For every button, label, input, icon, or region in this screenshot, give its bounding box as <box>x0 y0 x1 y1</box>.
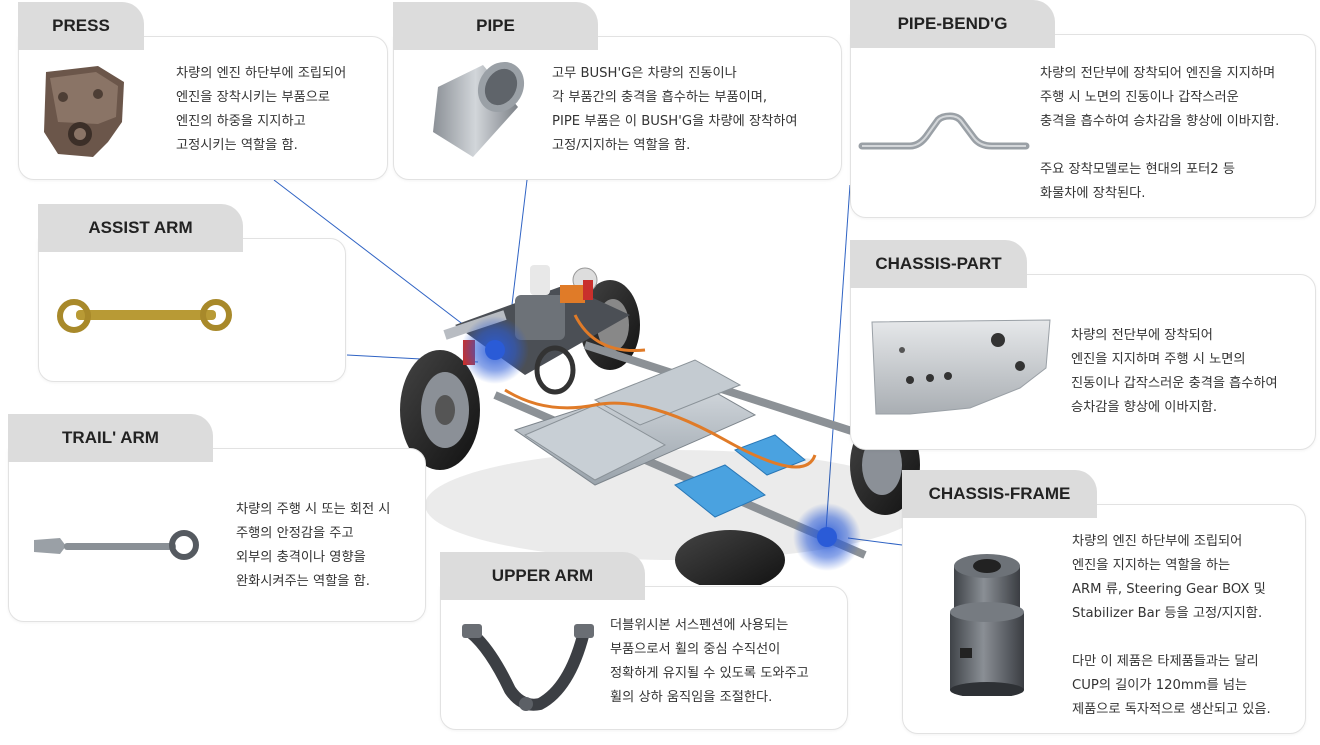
part-desc-press: 차량의 엔진 하단부에 조립되어 엔진을 장착시키는 부품으로 엔진의 하중을 … <box>176 66 347 153</box>
part-card-chassis-frame: CHASSIS-FRAME 차량의 엔진 하단부에 조립되어 엔진을 지지하는 … <box>902 470 1306 734</box>
trail-arm-part-image <box>34 530 199 560</box>
part-card-assist-arm: ASSIST ARM <box>38 204 346 382</box>
part-title-chassis-frame: CHASSIS-FRAME <box>902 470 1097 518</box>
part-desc-pipe: 고무 BUSH'G은 차량의 진동이나 각 부품간의 충격을 흡수하는 부품이며… <box>552 66 798 153</box>
pipe-part-image <box>433 61 525 157</box>
part-card-press: PRESS 차량의 엔진 하단부에 조립되어 엔진을 장착시키는 부품으로 엔진… <box>18 2 388 180</box>
part-card-chassis-part: CHASSIS-PART 차량의 전단부에 장착되어 엔진을 지지하며 주행 시… <box>850 240 1316 450</box>
part-title-upper-arm: UPPER ARM <box>440 552 645 600</box>
part-desc-chassis-frame: 차량의 엔진 하단부에 조립되어 엔진을 지지하는 역할을 하는 ARM 류, … <box>1072 534 1271 717</box>
part-desc-pipe-bend: 차량의 전단부에 장착되어 엔진을 지지하며 주행 시 노면의 진동이나 갑작스… <box>1040 66 1280 201</box>
part-card-pipe-bend: PIPE-BEND'G 차량의 전단부에 장착되어 엔진을 지지하며 주행 시 … <box>850 0 1316 218</box>
part-title-chassis-part: CHASSIS-PART <box>850 240 1027 288</box>
part-desc-upper-arm: 더블위시본 서스펜션에 사용되는 부품으로서 휠의 중심 수직선이 정확하게 유… <box>610 618 809 705</box>
part-desc-trail-arm: 차량의 주행 시 또는 회전 시 주행의 안정감을 주고 외부의 충격이나 영향… <box>236 502 391 589</box>
part-title-pipe: PIPE <box>393 2 598 50</box>
assist-arm-part-image <box>57 299 232 333</box>
part-title-pipe-bend: PIPE-BEND'G <box>850 0 1055 48</box>
part-desc-chassis-part: 차량의 전단부에 장착되어 엔진을 지지하며 주행 시 노면의 진동이나 갑작스… <box>1071 328 1278 415</box>
pipe-bend-part-image <box>858 112 1030 150</box>
part-title-press: PRESS <box>18 2 144 50</box>
part-title-assist-arm: ASSIST ARM <box>38 204 243 252</box>
chassis-part-image <box>871 319 1051 415</box>
chassis-frame-part-image <box>950 554 1024 696</box>
part-card-trail-arm: TRAIL' ARM 차량의 주행 시 또는 회전 시 주행의 안정감을 주고 … <box>8 414 426 622</box>
part-title-trail-arm: TRAIL' ARM <box>8 414 213 462</box>
upper-arm-part-image <box>462 624 594 711</box>
part-card-pipe: PIPE 고무 BUSH'G은 차량의 진동이나 각 부품간의 충격을 흡수하는… <box>393 2 842 180</box>
part-card-upper-arm: UPPER ARM 더블위시본 서스펜션에 사용되는 부품으로서 휠의 중심 수… <box>440 552 848 730</box>
press-part-image <box>44 66 124 157</box>
